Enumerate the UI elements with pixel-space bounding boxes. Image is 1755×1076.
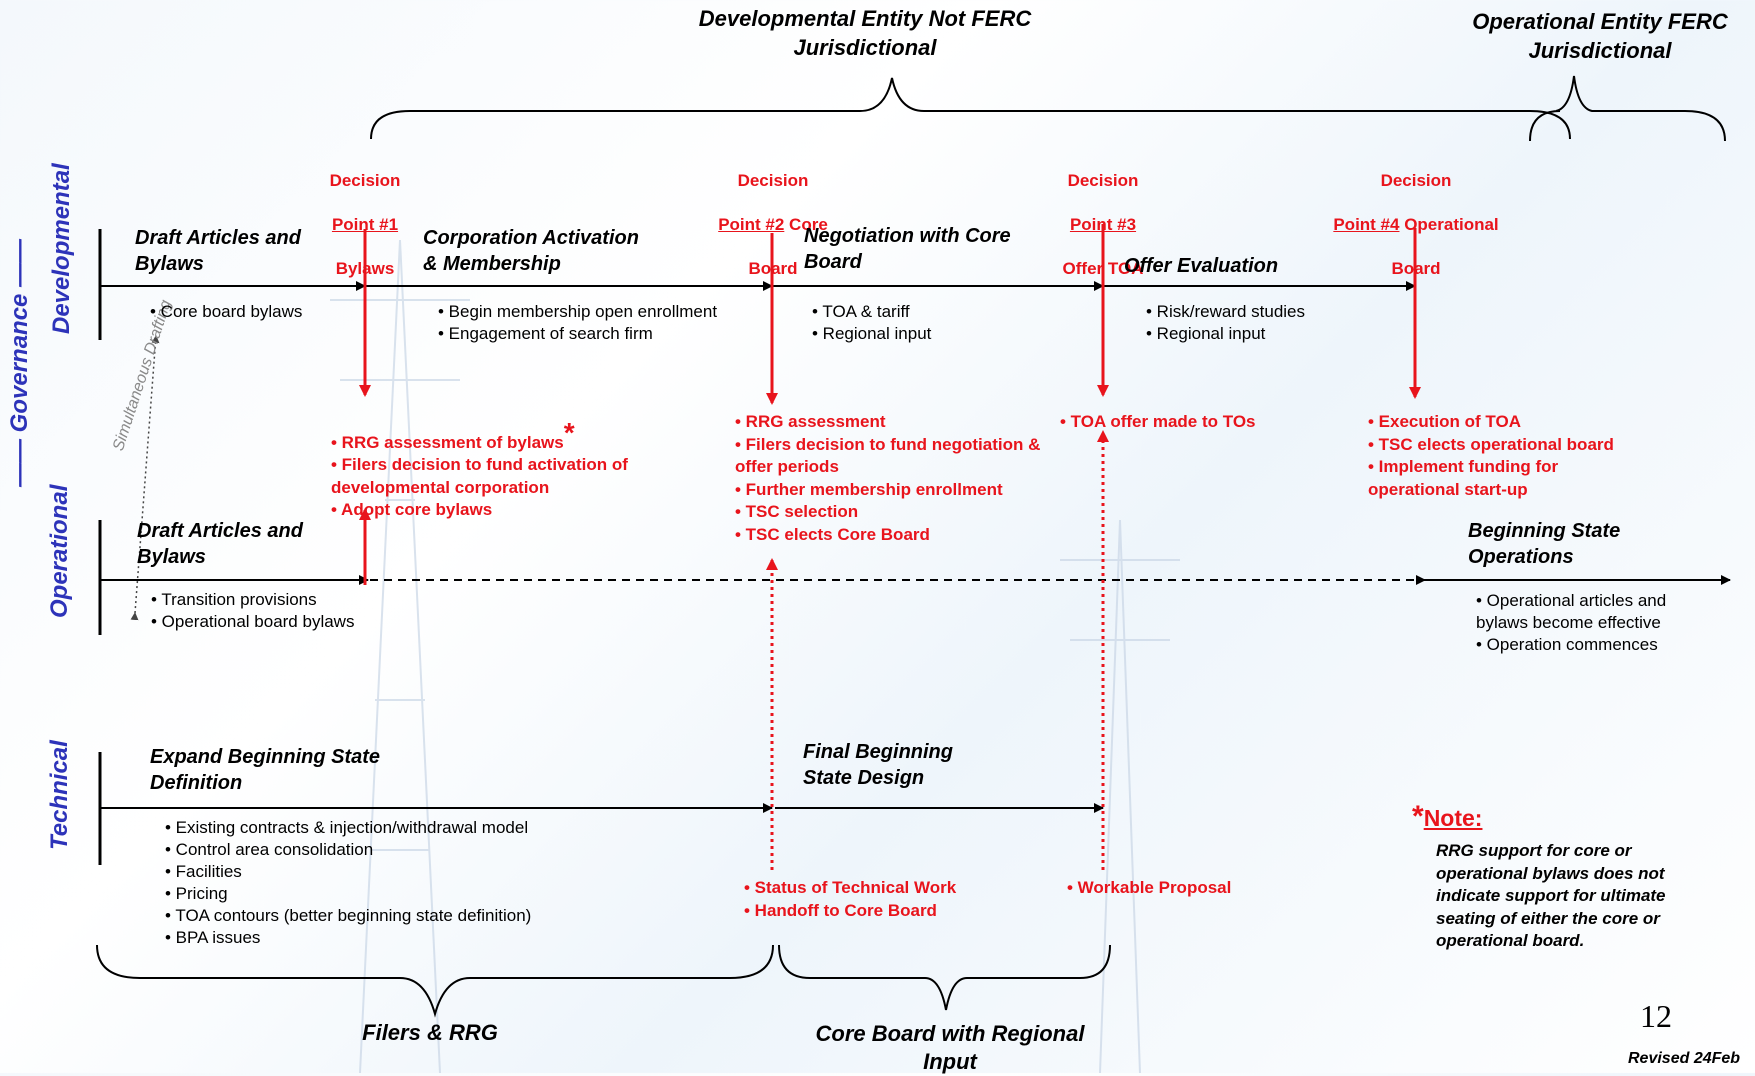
op-phase-1-title: Draft Articles and Bylaws <box>137 520 303 568</box>
tech-phase-1-title: Expand Beginning State Definition <box>150 746 381 794</box>
page-number: 12 <box>1640 998 1672 1034</box>
note-heading: *Note: <box>1412 782 1482 834</box>
op-phase-2-title: Beginning State Operations <box>1468 520 1621 568</box>
note-body: RRG support for core or operational byla… <box>1436 841 1666 950</box>
dev-phase-3-title: Negotiation with Core Board <box>804 225 1011 273</box>
dev-phase-3-bullets: • TOA & tariff • Regional input <box>812 302 932 343</box>
brace-operational <box>1529 75 1726 142</box>
note-asterisk: * <box>1412 800 1424 833</box>
brace-developmental <box>370 77 1571 140</box>
tech-phase-2-title: Final Beginning State Design <box>803 741 953 789</box>
decision-point-3: Decision Point #3 Offer TOA <box>1062 171 1144 278</box>
op-phase-1-bullets: • Transition provisions • Operational bo… <box>151 590 355 631</box>
dev-phase-4-bullets: • Risk/reward studies • Regional input <box>1146 302 1306 343</box>
governance-label: —— Governance —— <box>6 238 33 487</box>
dev-phase-4-title: Offer Evaluation <box>1124 255 1279 277</box>
tech-deliverable-1: • Status of Technical Work • Handoff to … <box>744 878 957 920</box>
dev-phase-1-title: Draft Articles and Bylaws <box>135 227 301 275</box>
developmental-label: Developmental <box>48 163 75 334</box>
decision-point-4: Decision Point #4 Operational Board <box>1333 171 1499 278</box>
decision-point-1: Decision Point #1 Bylaws <box>329 171 401 278</box>
dev-phase-1-bullets: • Core board bylaws <box>150 302 303 321</box>
dev-phase-2-bullets: • Begin membership open enrollment • Eng… <box>438 302 718 343</box>
operational-label: Operational <box>46 484 73 618</box>
dp3-outcomes: • TOA offer made to TOs <box>1060 412 1256 431</box>
dp4-outcomes: • Execution of TOA • TSC elects operatio… <box>1368 412 1614 499</box>
brace-coreboard <box>778 944 1111 1011</box>
note-title: Note: <box>1423 805 1483 831</box>
filers-rrg-label: Filers & RRG <box>362 1020 498 1045</box>
revised-date: Revised 24Feb <box>1628 1050 1741 1067</box>
op-phase-2-bullets: • Operational articles and bylaws become… <box>1476 591 1667 654</box>
brace-filers <box>96 944 774 1018</box>
decision-point-2: Decision Point #2 Core Board <box>718 171 828 278</box>
tower-watermark <box>330 239 1180 1073</box>
core-board-regional-label: Core Board with Regional Input <box>815 1021 1085 1074</box>
tech-deliverable-2: • Workable Proposal <box>1067 878 1232 897</box>
asterisk-marker: * <box>563 416 575 448</box>
technical-label: Technical <box>46 740 73 850</box>
developmental-entity-header: Developmental Entity Not FERC Jurisdicti… <box>698 6 1032 60</box>
dp1-outcomes: • RRG assessment of bylaws* • Filers dec… <box>331 416 628 519</box>
dp2-outcomes: • RRG assessment • Filers decision to fu… <box>735 412 1041 544</box>
tech-phase-1-bullets: • Existing contracts & injection/withdra… <box>165 818 532 947</box>
dev-phase-2-title: Corporation Activation & Membership <box>423 227 639 275</box>
operational-entity-header: Operational Entity FERC Jurisdictional <box>1472 9 1728 63</box>
